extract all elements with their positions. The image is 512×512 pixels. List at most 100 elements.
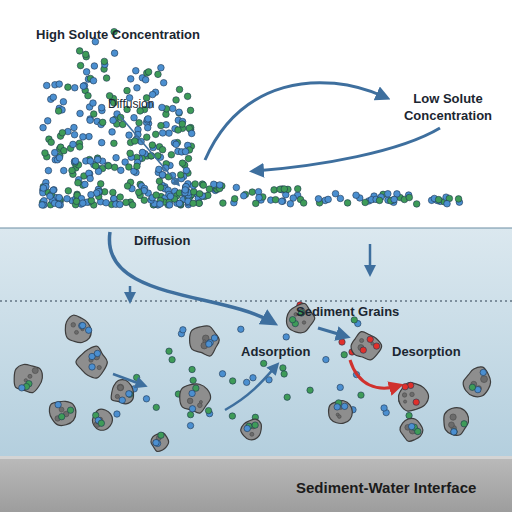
solute-particle [134,84,141,91]
solute-particle [86,133,93,140]
sorbed-particle [206,341,212,347]
solute-particle [385,190,392,197]
grain-pore [115,394,119,398]
solute-particle [43,82,50,89]
grain-pore [481,376,488,383]
solute-particle [341,352,347,358]
solute-particle [155,71,162,78]
solute-particle [111,164,118,171]
solute-particle [205,407,211,413]
diffusion-arrow [205,83,385,160]
solute-particle [111,50,118,57]
sorbed-particle [189,406,195,412]
solute-particle [187,422,193,428]
solute-particle [51,187,58,194]
solute-particle [90,100,97,107]
solute-particle [200,182,207,189]
solute-particle [40,124,47,131]
grain-body [329,401,353,424]
solute-particle [149,91,156,98]
solute-particle [271,187,278,194]
sediment-grain [92,409,112,430]
solute-particle [358,392,364,398]
solute-particle [114,411,120,417]
solute-particle [76,144,83,151]
band-label: Sediment-Water Interface [296,479,476,496]
process-label: Adsorption [241,343,331,360]
solute-particle [339,339,345,345]
solute-particle [77,62,84,69]
sorbed-particle [55,402,61,408]
return-arrow [255,128,440,171]
grain-body [351,332,382,360]
solute-particle [250,375,256,381]
grain-pore [197,403,202,408]
grain-pore [449,422,455,428]
grain-body [463,367,490,397]
grain-body [65,315,91,342]
grain-pore [410,392,414,396]
grain-body [76,346,107,378]
solute-particle [185,155,192,162]
solute-particle [175,127,182,134]
solute-particle [281,371,287,377]
sorbed-particle [367,336,373,342]
sorbed-particle [451,429,457,435]
solute-particle [176,110,183,117]
solute-particle [173,141,180,148]
solute-particle [196,200,203,207]
sediment-grain [351,332,382,360]
solute-particle [231,195,238,202]
solute-particle [177,172,184,179]
solute-particle [103,199,110,206]
solute-particle [323,356,329,362]
grain-pore [28,374,32,378]
sediment-grain [65,315,92,342]
solute-particle [176,86,183,93]
solute-particle [88,191,95,198]
solute-particle [190,200,197,207]
leader-arrow [120,116,178,184]
solute-particle [166,130,173,137]
solute-particle [129,202,136,209]
solute-particle [243,379,249,385]
sorbed-particle [451,429,457,435]
grain-pore [32,368,38,374]
solute-particle [216,182,223,189]
solute-particle [176,109,183,116]
solute-particle [196,190,203,197]
solute-particle [82,181,89,188]
solute-particle [238,326,244,332]
solute-particle [42,150,49,157]
sorbed-particle [480,369,486,375]
solute-particle [99,119,106,126]
solute-particle [344,200,351,207]
solute-particle [166,348,172,354]
grain-pore [187,398,193,404]
solute-particle [75,179,82,186]
solute-particle [131,114,138,121]
solute-particle [127,76,134,83]
solute-particle [284,394,290,400]
solute-particle [229,413,235,419]
solute-particle [117,194,124,201]
sorbed-particle [373,343,379,349]
solute-particle [61,147,68,154]
solute-particle [159,104,166,111]
sediment-grain [329,400,353,424]
solute-particle [391,196,398,203]
process-label: Diffusion [108,96,188,113]
solute-particle [145,116,152,123]
grain-pore [450,414,456,420]
solute-particle [353,192,360,199]
solute-particle [143,134,150,141]
sorbed-particle [252,422,258,428]
sorbed-particle [19,385,25,391]
grain-pore [302,321,305,324]
solute-particle [133,374,139,380]
solute-particle [160,79,167,86]
grain-body [180,384,211,413]
adsorption-arrow [318,328,345,336]
